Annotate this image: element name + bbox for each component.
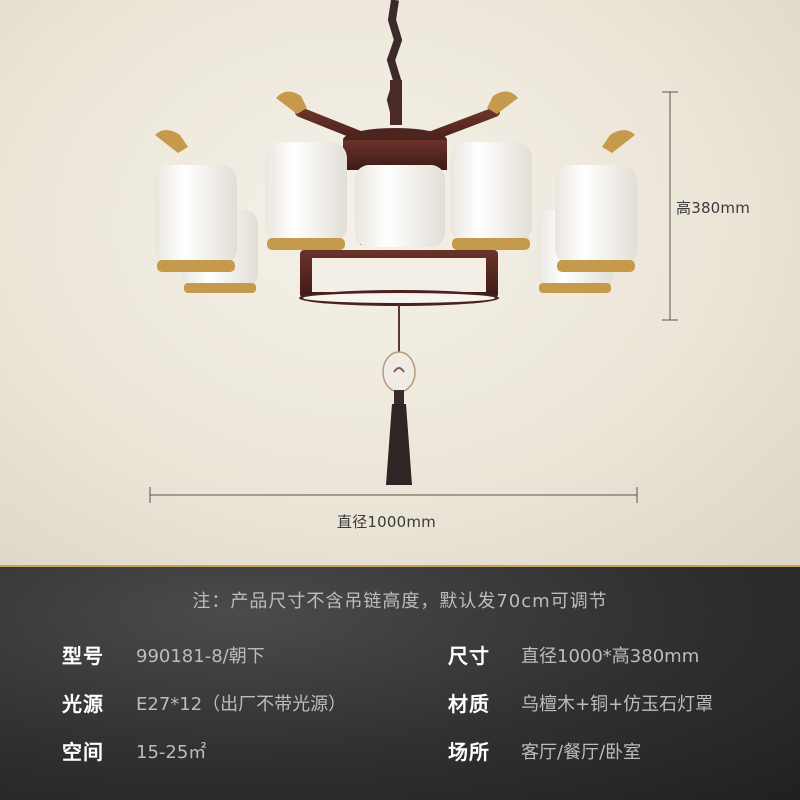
spec-value-space: 15-25㎡	[136, 742, 207, 763]
tassel-pendant	[382, 305, 416, 485]
spec-key-space: 空间	[62, 740, 104, 764]
chandelier-illustration	[149, 0, 678, 503]
product-photo: 高380mm 直径1000mm	[0, 0, 800, 565]
spec-value-venue: 客厅/餐厅/卧室	[521, 742, 642, 763]
width-dimension-label: 直径1000mm	[337, 513, 436, 531]
spec-key-material: 材质	[448, 692, 490, 716]
spec-key-model: 型号	[62, 644, 104, 668]
spec-value-light-source: E27*12（出厂不带光源）	[136, 694, 347, 715]
spec-panel: 注：产品尺寸不含吊链高度，默认发70cm可调节 型号 990181-8/朝下 尺…	[0, 567, 800, 800]
spec-key-light-source: 光源	[62, 692, 104, 716]
spec-value-model: 990181-8/朝下	[136, 646, 265, 667]
spec-key-venue: 场所	[448, 740, 490, 764]
gold-divider	[0, 565, 800, 567]
spec-key-size: 尺寸	[448, 644, 490, 668]
size-note: 注：产品尺寸不含吊链高度，默认发70cm可调节	[192, 591, 608, 612]
height-dimension-label: 高380mm	[676, 199, 751, 217]
spec-value-size: 直径1000*高380mm	[521, 646, 700, 667]
spec-value-material: 乌檀木+铜+仿玉石灯罩	[521, 694, 714, 715]
